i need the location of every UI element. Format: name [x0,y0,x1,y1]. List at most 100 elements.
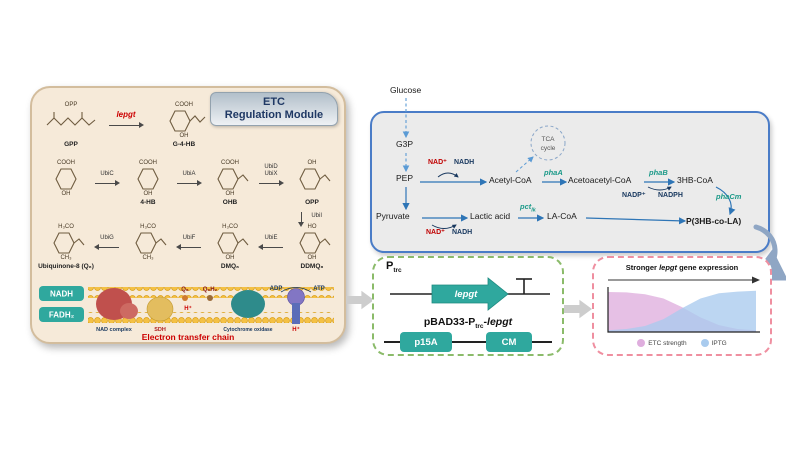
q8h2-label: Q₈H₂ [203,287,218,293]
q8-label: Q₈ [181,287,189,293]
molecule-4hb: COOH OH 4-HB [120,160,176,207]
arrow-acetylcoa-to-tca [515,156,534,173]
legend-dot [637,339,646,347]
molecule-ddmq8: HO OH DDMQ₈ [284,224,340,271]
metabolite-acetoacetyl-coa: Acetoacetyl-CoA [568,175,632,185]
molecule-opp: OH OPP [284,160,340,207]
gene-label-lepgt: lepgt [116,109,136,119]
cofactor-nad-plus-bottom: NAD⁺ [426,229,445,236]
molecule-name: OHB [222,199,238,206]
q8-molecule-dot [182,295,188,301]
arrowhead-icon [94,244,99,250]
fadh2-label: FADH₂ [49,311,75,320]
arrowhead-icon [197,180,202,186]
molecule-name: DDMQ₈ [300,263,324,270]
arrowhead-icon [752,276,760,284]
metabolite-glucose: Glucose [390,85,422,95]
cytochrome-oxidase-blob [231,290,265,318]
membrane-outer-leaflet [88,287,334,298]
enzyme-pct: pctlk [520,202,536,214]
expression-chart-areas [608,290,756,332]
cofactor-nad-plus-top: NAD⁺ [428,159,447,166]
chart-area-iptg [608,290,756,332]
enzyme-phab: phaB [649,168,668,177]
legend-dot [700,339,709,347]
cofactor-nadh-bottom: NADH [452,229,473,236]
arrow-phacm-to-product [715,186,736,216]
reaction-arrow-down [298,212,304,227]
metabolite-pep: PEP [396,173,414,183]
quinone-ring-structure [299,232,331,254]
benzene-ring-structure [169,110,206,132]
metabolic-pathway-section: TCA cycle Glucose G3P PEP Pyruvate NAD⁺ … [370,85,774,255]
nadh-box [39,286,84,301]
cofactor-nadp-plus: NADP⁺ [622,192,646,199]
q8h2-molecule-dot [207,295,213,301]
reaction-arrow-ubie: UbiE [258,235,284,253]
tca-label-line1: TCA [542,136,556,143]
quinone-ring-structure [135,232,167,254]
arrow-nad-to-nadh-top [437,172,459,178]
arrowhead-icon [139,122,144,128]
nad-complex-label: NAD complex [96,327,133,332]
arrowhead-icon [176,244,181,250]
molecule-name: GPP [64,141,78,148]
metabolite-la-coa: LA-CoA [547,211,577,221]
molecule-g4hb: COOH OH G-4-HB [152,102,216,149]
adp-label: ADP [270,286,283,292]
metabolite-acetyl-coa: Acetyl-CoA [489,175,532,185]
benzene-ring-structure [137,168,159,190]
molecule-intermediate: H₃CO CH₃ [120,224,176,271]
expression-title: Stronger lepgt gene expression [625,263,739,272]
marker-box-cm: CM [486,332,532,352]
reaction-arrow-lepgt: lepgt [108,110,144,131]
gene-arrow-label: lepgt [455,289,479,300]
legend-item-iptg: IPTG [700,339,727,347]
expression-panel: Stronger lepgt gene expression ETC stren… [592,256,772,356]
h-plus-label-1: H⁺ [184,305,192,312]
etc-title-line1: ETC [263,96,285,108]
metabolite-3hb-coa: 3HB-CoA [677,175,713,185]
etc-title-line2: Regulation Module [224,109,324,122]
atp-label: ATP [313,286,325,292]
expression-chart [607,287,760,333]
benzene-ring-structure [217,168,249,190]
etc-row3: H₃CO CH₃ Ubiquinone-8 (Q₈) UbiG H₃CO CH₃… [38,224,340,271]
etc-row1: OPP GPP lepgt COOH OH G-4-HB [42,102,216,149]
reaction-arrow-ubic: UbiC [94,171,120,189]
molecule-ohb: COOH OH OHB [202,160,258,207]
atp-synthase-stalk [292,303,300,324]
molecule-name: DMQ₈ [220,263,240,270]
arrowhead-icon [258,244,263,250]
enzyme-phaa: phaA [544,168,563,177]
pathway-panel [370,111,770,253]
etc-module-title: ETC Regulation Module [210,92,338,127]
gene-cassette-diagram: lepgt [390,277,550,311]
etc-row2: COOH OH UbiC COOH OH 4-HB UbiA COOH [38,160,340,207]
h-plus-label-2: H⁺ [292,326,300,332]
molecule-dmq8: H₃CO OH DMQ₈ [202,224,258,271]
pathway-arrows-layer: TCA cycle [402,98,736,229]
electron-transfer-chain-illustration: NADH FADH₂ NAD complex SDH Q₈ Q₈H₂ H⁺ Cy… [39,286,334,332]
backbone-bottom-line [384,341,552,343]
nadh-label: NADH [50,290,73,299]
reaction-arrow-ubid-ubix: UbiD UbiX [258,164,284,189]
expression-gradient-arrow [608,276,760,284]
atp-synthase-head [287,288,305,306]
molecule-ubiquinone8: H₃CO CH₃ Ubiquinone-8 (Q₈) [38,224,94,270]
electron-transfer-chain-caption: Electron transfer chain [141,332,235,342]
molecule-name: 4-HB [140,199,156,206]
chart-legend: ETC strength IPTG [594,339,770,347]
reaction-arrow-ubig: UbiG [94,235,120,253]
cofactor-nadh-top: NADH [454,159,475,166]
benzene-ring-structure [299,168,331,190]
reaction-arrow-ubia: UbiA [176,171,202,189]
substituent-label: OPP [64,102,78,108]
benzene-ring-structure [55,168,77,190]
arrow-nad-to-nadh-bottom [431,224,457,229]
metabolite-lactic-acid: Lactic acid [470,211,511,221]
product-p3hb-co-la: P(3HB-co-LA) [686,216,742,226]
plasmid-to-expression-arrow [564,299,592,319]
plasmid-panel: Ptrc lepgt pBAD33-Ptrc-lepgt p15A CM [372,256,564,356]
molecule-name: OPP [305,199,319,206]
